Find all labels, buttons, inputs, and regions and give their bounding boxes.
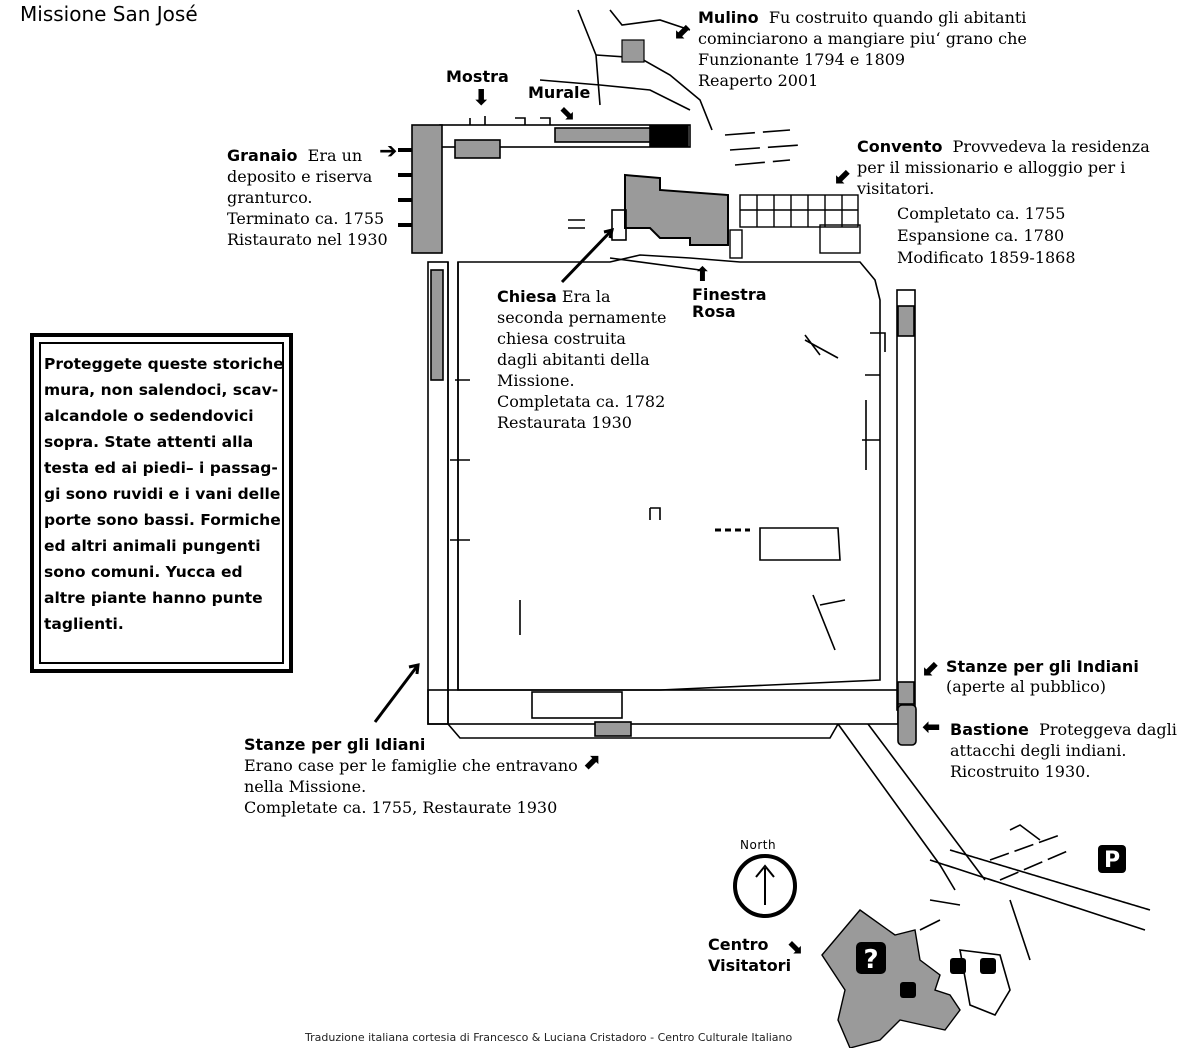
visitor-center-building bbox=[821, 909, 961, 1048]
granaio-label: Granaio Era un deposito e riserva grantu… bbox=[227, 139, 398, 250]
church-building bbox=[624, 173, 729, 246]
west-rooms-pointer bbox=[373, 664, 420, 723]
bastion bbox=[897, 704, 917, 746]
granary-building bbox=[411, 124, 443, 254]
translation-credit: Traduzione italiana cortesia di Francesc… bbox=[305, 1031, 793, 1044]
convent-building bbox=[729, 194, 861, 259]
warning-box-inner-border bbox=[39, 342, 284, 664]
parking-icon-bg bbox=[1098, 845, 1126, 873]
centro-visitatori-label: Centro Visitatori ⬊ bbox=[708, 934, 803, 975]
mostra-label: Mostra ⬇ bbox=[446, 67, 509, 111]
road bbox=[837, 723, 986, 891]
south-wall bbox=[427, 689, 899, 725]
north-label: North bbox=[740, 838, 777, 852]
north-arrow bbox=[733, 854, 797, 918]
warning-text: Proteggete queste storiche mura, non sal… bbox=[44, 355, 284, 633]
mill-building bbox=[621, 39, 645, 63]
parking-icon: P bbox=[1104, 848, 1120, 873]
mulino-name: Mulino bbox=[698, 8, 759, 27]
finestra-rosa-label: ⬆ Finestra Rosa bbox=[692, 262, 767, 321]
info-icon: ? bbox=[863, 945, 878, 975]
church-pointer bbox=[560, 228, 614, 284]
murale-label: Murale ⬊ bbox=[528, 83, 591, 124]
chiesa-label: Chiesa Era la seconda pernamente chiesa … bbox=[497, 287, 667, 432]
page-title: Missione San José bbox=[20, 2, 198, 26]
east-wall bbox=[896, 289, 916, 711]
stanze-ovest-label: Stanze per gli Idiani Erano case per le … bbox=[244, 735, 601, 817]
info-icon-bg bbox=[856, 942, 886, 974]
warning-box: Proteggete queste storiche mura, non sal… bbox=[30, 333, 293, 673]
